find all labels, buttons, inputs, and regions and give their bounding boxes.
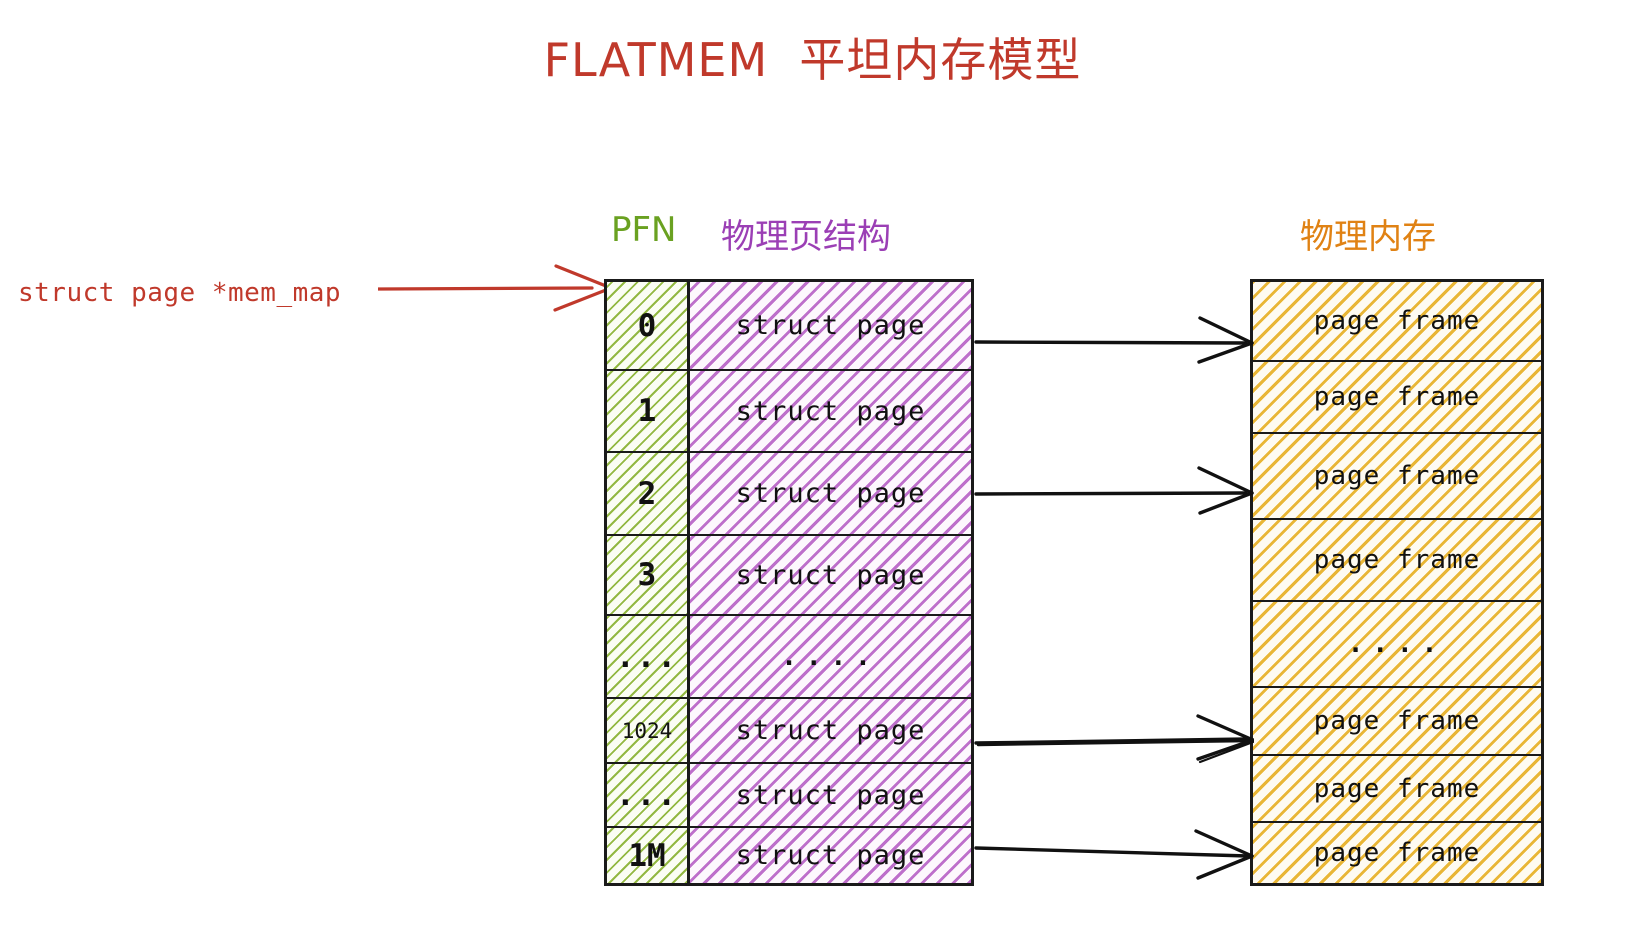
struct-page-cell: struct page [690,371,971,453]
struct-page-cell: struct page [690,764,971,828]
pfn-cell: 1M [628,837,666,874]
connector-arrow-pfn-1m [974,829,1254,880]
mem-map-pointer-arrow-icon [378,264,613,312]
page-frame-cell: page frame [1253,520,1541,602]
pfn-cell-ellipsis: ... [607,616,687,699]
mem-map-table: 0 1 2 3 ... 1024 ... 1M struct page stru… [604,279,974,886]
column-header-physical-memory: 物理内存 [1300,217,1436,257]
mem-map-pointer-label: struct page *mem_map [18,278,342,308]
page-title: FLATMEM 平坦内存模型 [543,33,1082,87]
page-frame-cell: page frame [1253,756,1541,823]
struct-page-cell-ellipsis: .... [690,616,971,699]
pfn-cell: 1 [607,371,687,453]
page-frame-cell: page frame [1253,434,1541,520]
struct-page-cell: struct page [690,536,971,616]
pfn-cell: 2 [607,453,687,536]
pfn-cell-ellipsis: ... [607,764,687,828]
column-header-struct-page: 物理页结构 [721,217,891,257]
struct-page-cell: struct page [690,699,971,764]
pfn-column: 0 1 2 3 ... 1024 ... 1M [607,282,690,883]
struct-page-cell: struct page [735,840,926,871]
struct-page-cell: struct page [690,453,971,536]
column-header-pfn: PFN [611,210,677,250]
connector-arrow-pfn-0 [974,316,1254,364]
pfn-cell: 1024 [607,699,687,764]
page-frame-cell: page frame [1253,362,1541,434]
pfn-cell: 3 [607,536,687,616]
connector-arrow-pfn-2 [974,466,1254,515]
page-frame-cell: page frame [1253,282,1541,362]
pfn-cell: 0 [607,282,687,371]
struct-page-cell: struct page [690,282,971,371]
page-frame-cell: page frame [1313,838,1481,868]
struct-page-column: struct page struct page struct page stru… [690,282,971,883]
page-frame-cell: page frame [1253,688,1541,756]
physical-memory-table: page frame page frame page frame page fr… [1250,279,1544,886]
connector-arrow-pfn-1024 [974,714,1254,764]
page-frame-cell-ellipsis: .... [1253,602,1541,688]
